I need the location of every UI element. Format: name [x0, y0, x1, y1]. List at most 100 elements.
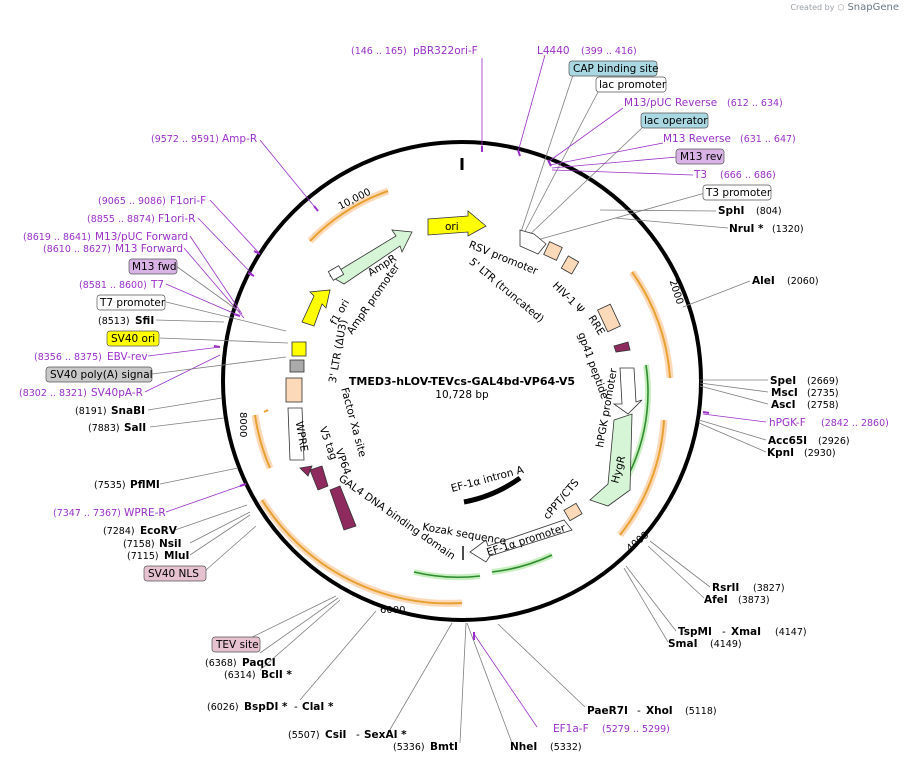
- t3p-box: [702, 184, 772, 201]
- plasmid-name: TMED3-hLOV-TEVcs-GAL4bd-VP64-V5: [349, 375, 575, 388]
- nrui-coord: (1320): [772, 224, 804, 235]
- label-ltr3: 3' LTR (ΔU3): [327, 319, 350, 384]
- ebvrev-name: EBV-rev: [107, 351, 148, 363]
- bmti-name: BmtI: [430, 741, 458, 753]
- m13-reverse-name: M13 Reverse: [663, 133, 731, 145]
- pbr322-name: pBR322ori-F: [413, 45, 478, 57]
- m13fwd-label: M13 fwd: [132, 261, 177, 273]
- f1orir-name: F1ori-R: [158, 213, 195, 225]
- ampr-promoter-feature: [327, 265, 345, 281]
- paer7i-name: PaeR7I: [587, 705, 628, 717]
- snapgene-logo-icon: ⬡: [837, 3, 845, 12]
- ampr-primer-name: Amp-R: [222, 133, 257, 145]
- clai-name: ClaI *: [302, 701, 334, 713]
- mlui-name: MluI: [164, 550, 189, 562]
- msci-name: MscI: [771, 387, 798, 399]
- ecorv-name: EcoRV: [140, 525, 178, 537]
- sv40par-coord: (8302 .. 8321): [19, 388, 87, 399]
- sv40poly-label: SV40 poly(A) signal: [50, 369, 153, 381]
- xhoi-name: XhoI: [646, 705, 673, 717]
- sv40poly-feature: [285, 377, 303, 403]
- t3-coord: (666 .. 686): [720, 170, 776, 181]
- bcli-coord: (6314): [224, 670, 256, 681]
- m13pucfwd-coord: (8619 .. 8641): [23, 232, 91, 243]
- m13-reverse-coord: (631 .. 647): [740, 134, 796, 145]
- sv40ori-label: SV40 ori: [111, 333, 155, 345]
- m13puc-rev-name: M13/pUC Reverse: [624, 97, 717, 109]
- t7-name: T7: [150, 279, 164, 291]
- wprer-coord: (7347 .. 7367): [53, 508, 121, 519]
- m13fwd-box: [128, 258, 178, 275]
- smai-coord: (4149): [710, 639, 742, 650]
- afei-coord: (3873): [738, 595, 770, 606]
- tspmi-sep: -: [722, 626, 726, 638]
- bmti-coord: (5336): [393, 742, 425, 753]
- hpgkf-coord: (2842 .. 2860): [821, 418, 889, 429]
- ampr-feature: [329, 229, 413, 285]
- vp64-feature: [309, 465, 329, 491]
- hiv-psi-feature: [560, 255, 580, 275]
- leader-lines: [144, 54, 769, 744]
- ef1a-promoter-feature: [469, 519, 573, 563]
- msci-coord: (2735): [807, 388, 839, 399]
- sv40par-name: SV40pA-R: [91, 387, 143, 399]
- pflmi-coord: (7535): [94, 480, 126, 491]
- m13rev-label: M13 rev: [680, 151, 723, 163]
- rsrii-name: RsrII: [712, 582, 739, 594]
- bspdi-coord: (6026): [207, 702, 239, 713]
- created-by-text: Created by: [790, 3, 835, 12]
- sfii-name: SfiI: [135, 315, 154, 327]
- f1orif-name: F1ori-F: [170, 195, 206, 207]
- bspdi-sep: -: [294, 701, 298, 713]
- gp41-feature: [613, 341, 631, 353]
- orf-arcs: [251, 187, 674, 607]
- nrui-name: NruI *: [729, 223, 764, 235]
- ltr5-feature: [543, 241, 563, 261]
- t7-coord: (8581 .. 8600): [79, 280, 147, 291]
- kpni-name: KpnI: [767, 447, 794, 459]
- wprer-name: WPRE-R: [124, 507, 166, 519]
- smai-name: SmaI: [668, 638, 698, 650]
- csii-sep: -: [356, 729, 360, 741]
- sfii-coord: (8513): [98, 316, 130, 327]
- xmai-name: XmaI: [731, 626, 761, 638]
- wpre-feature: [287, 407, 305, 461]
- asci-name: AscI: [771, 399, 796, 411]
- ori-feature: [427, 210, 487, 237]
- bspdi-name: BspDI *: [244, 701, 288, 713]
- paer7i-sep: -: [637, 705, 641, 717]
- t7p-box: [96, 294, 166, 311]
- plasmid-length: 10,728 bp: [435, 389, 489, 401]
- snapgene-name: SnapGene: [847, 2, 899, 13]
- m13puc-rev-coord: (612 .. 634): [727, 98, 783, 109]
- csii-coord: (5507): [288, 730, 320, 741]
- paqci-name: PaqCI: [242, 657, 276, 669]
- cap-box: [568, 60, 658, 77]
- lacop-box: [640, 112, 709, 129]
- hygr-feature: [589, 413, 633, 507]
- bcli-name: BclI *: [261, 669, 292, 681]
- label-hiv-psi: HIV-1 Ψ: [550, 280, 587, 317]
- ecorv-coord: (7284): [103, 526, 135, 537]
- snapgene-branding: Created by ⬡ SnapGene: [790, 2, 899, 13]
- spei-coord: (2669): [807, 376, 839, 387]
- lacp-label: lac promoter: [599, 79, 667, 91]
- alei-coord: (2060): [787, 276, 819, 287]
- sali-name: SalI: [124, 422, 146, 434]
- rre-feature: [597, 303, 621, 333]
- lacop-label: lac operator: [644, 115, 708, 127]
- asci-coord: (2758): [807, 400, 839, 411]
- alei-name: AleI: [752, 275, 775, 287]
- tspmi-name: TspMI: [678, 626, 712, 638]
- f1orif-coord: (9065 .. 9086): [98, 196, 166, 207]
- t7p-label: T7 promoter: [99, 297, 166, 309]
- snabi-name: SnaBI: [111, 405, 145, 417]
- sv40nls-label: SV40 NLS: [148, 568, 199, 580]
- sexai-name: SexAI *: [364, 729, 407, 741]
- nsii-coord: (7158): [123, 539, 155, 550]
- t3-name: T3: [693, 169, 707, 181]
- spei-name: SpeI: [770, 375, 796, 387]
- tick-8000: 8000: [237, 412, 248, 437]
- tick-6000: 6000: [380, 605, 405, 616]
